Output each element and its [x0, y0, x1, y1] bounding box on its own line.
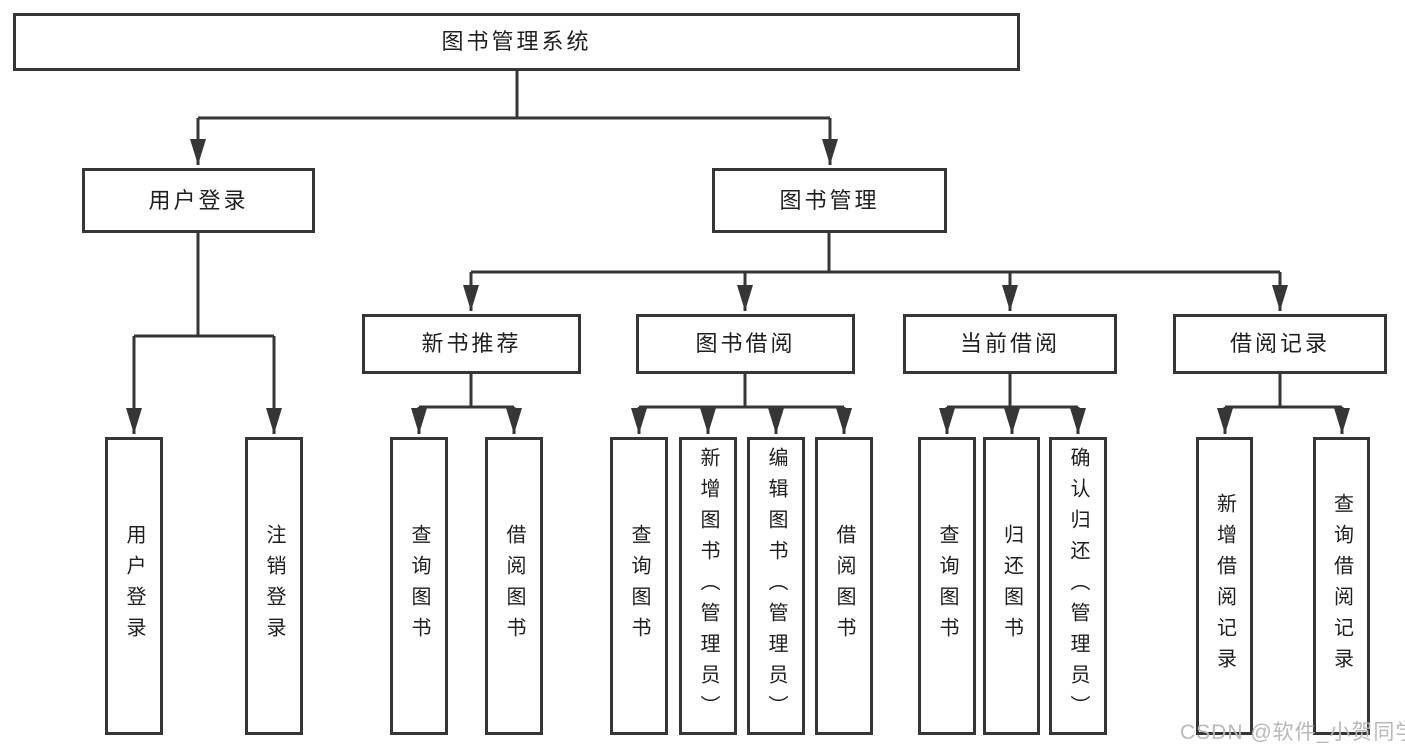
- node-br-add-record: 新增借阅记录: [1196, 437, 1253, 735]
- node-label-bb-borrow-books: 借阅图书: [833, 524, 855, 648]
- node-label-root: 图书管理系统: [441, 29, 592, 54]
- node-label-bb-edit-books-admin: 编辑图书（管理员）: [765, 446, 787, 726]
- node-bb-edit-books-admin: 编辑图书（管理员）: [747, 437, 805, 735]
- node-label-nb-borrow-books: 借阅图书: [503, 524, 525, 648]
- node-label-current-borrow: 当前借阅: [959, 331, 1060, 356]
- node-book-borrow: 图书借阅: [636, 314, 855, 374]
- node-label-nb-query-books: 查询图书: [408, 524, 430, 648]
- node-label-cb-query-books: 查询图书: [936, 524, 958, 648]
- node-label-user-login: 用户登录: [148, 187, 249, 213]
- node-label-br-query-record: 查询借阅记录: [1330, 493, 1353, 679]
- node-label-br-add-record: 新增借阅记录: [1213, 493, 1236, 679]
- node-br-query-record: 查询借阅记录: [1313, 437, 1370, 735]
- node-label-login: 用户登录: [123, 524, 145, 648]
- node-label-bb-query-books: 查询图书: [628, 524, 650, 648]
- node-label-cb-confirm-return: 确认归还（管理员）: [1067, 446, 1089, 726]
- node-cb-confirm-return: 确认归还（管理员）: [1049, 437, 1107, 735]
- node-root: 图书管理系统: [13, 13, 1020, 71]
- watermark: CSDN @软件_小贺同学: [1180, 721, 1405, 744]
- node-label-book-mgmt: 图书管理: [779, 187, 880, 213]
- node-label-new-book-rec: 新书推荐: [421, 331, 522, 356]
- node-bb-query-books: 查询图书: [610, 437, 668, 735]
- node-borrow-records: 借阅记录: [1173, 314, 1387, 374]
- node-bb-borrow-books: 借阅图书: [815, 437, 873, 735]
- node-label-borrow-records: 借阅记录: [1229, 331, 1330, 356]
- node-label-book-borrow: 图书借阅: [695, 331, 796, 356]
- node-label-cb-return-books: 归还图书: [1000, 524, 1023, 648]
- node-current-borrow: 当前借阅: [903, 314, 1117, 374]
- node-cb-return-books: 归还图书: [983, 437, 1040, 735]
- node-label-logout: 注销登录: [263, 524, 285, 648]
- node-login: 用户登录: [105, 437, 163, 735]
- node-cb-query-books: 查询图书: [918, 437, 976, 735]
- node-book-mgmt: 图书管理: [712, 168, 947, 233]
- node-nb-query-books: 查询图书: [390, 437, 448, 735]
- node-new-book-rec: 新书推荐: [362, 314, 581, 374]
- node-label-bb-add-books-admin: 新增图书（管理员）: [697, 446, 719, 726]
- node-nb-borrow-books: 借阅图书: [485, 437, 543, 735]
- node-user-login: 用户登录: [82, 168, 315, 233]
- node-logout: 注销登录: [245, 437, 303, 735]
- node-bb-add-books-admin: 新增图书（管理员）: [679, 437, 737, 735]
